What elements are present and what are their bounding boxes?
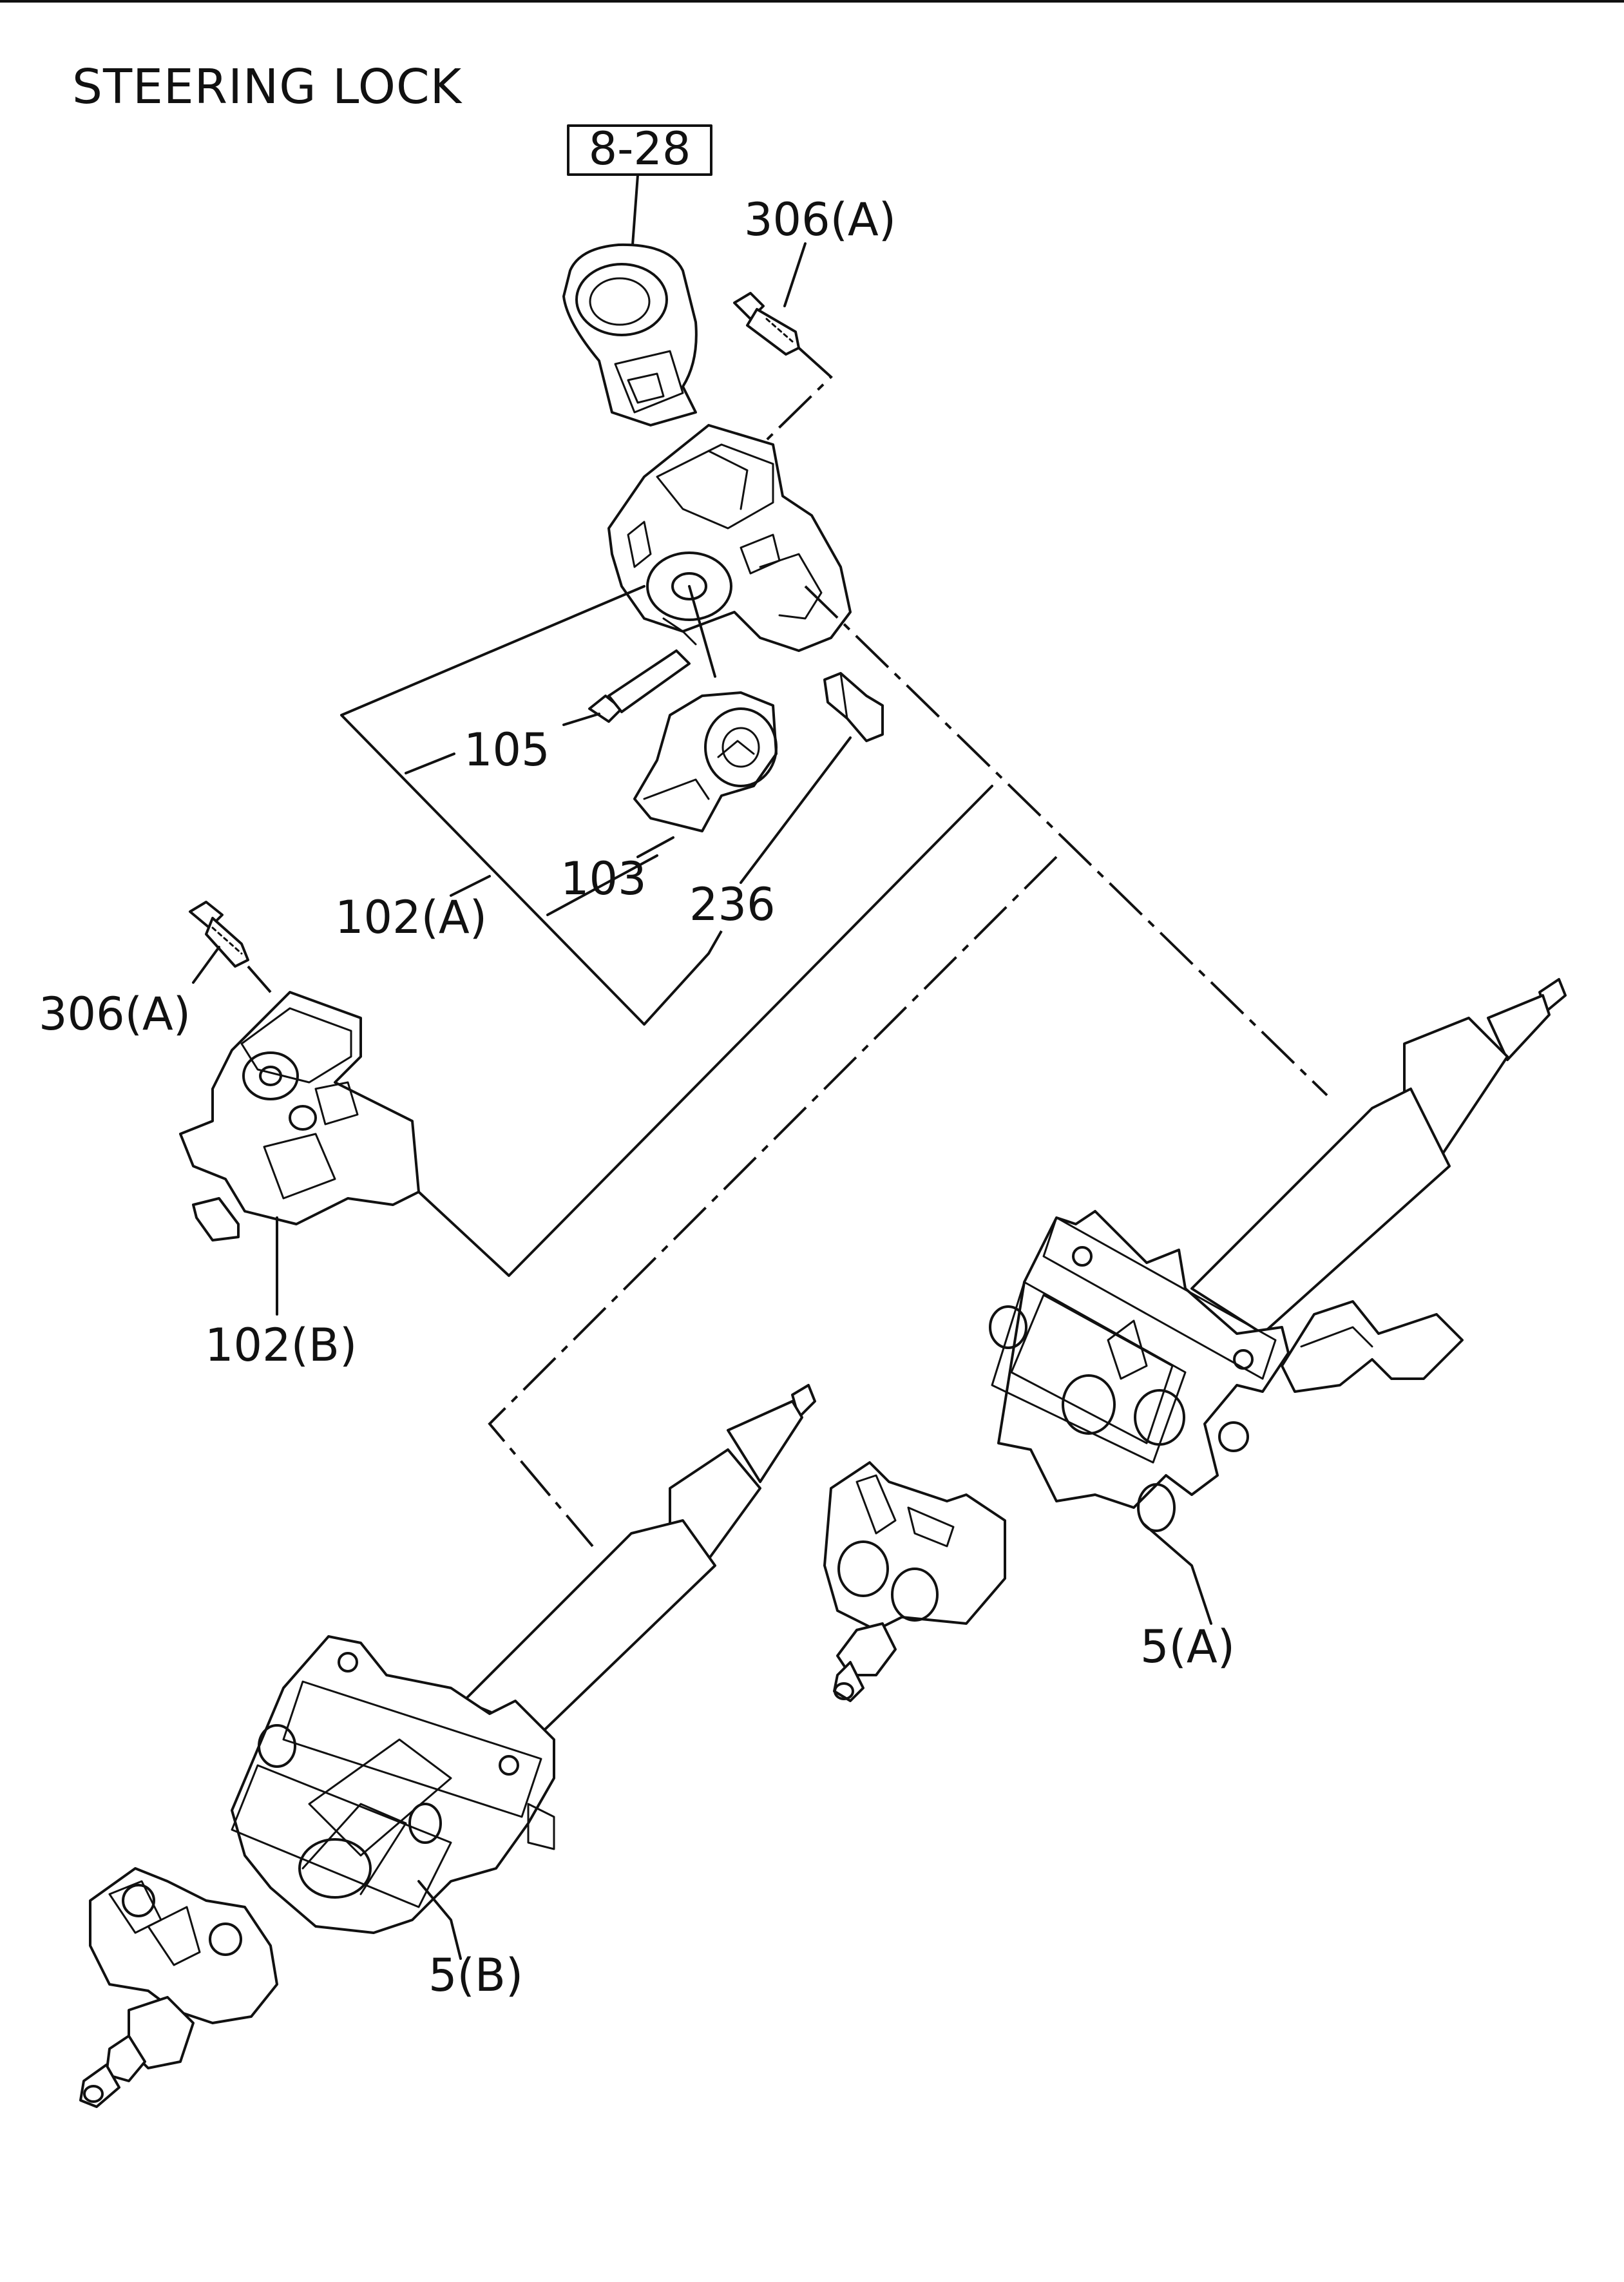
callout-105: 105 [464,724,550,776]
part-screw-306a-left: 306(A) [39,901,272,1040]
callout-5b: 5(B) [428,1949,523,2002]
leader-to-5b [488,856,1058,1548]
part-screw-105 [562,649,691,726]
page-title: STEERING LOCK [72,59,463,115]
callout-236: 236 [689,878,776,931]
callout-103: 103 [560,852,647,905]
part-lock-housing-102a [607,424,852,678]
callout-102a: 102(A) [335,891,487,944]
leader-group-102a [340,585,723,1026]
part-pin-236 [740,672,884,884]
callout-102b: 102(B) [205,1319,357,1372]
reference-box: 8-28 [567,122,712,246]
reference-label: 8-28 [589,122,691,175]
part-lock-housing-102b: 102(B) [179,991,420,1372]
callout-306a-top: 306(A) [744,193,896,246]
leader-102b-bracket [417,785,993,1277]
callout-306a-left: 306(A) [39,988,191,1040]
callout-5a: 5(A) [1140,1620,1235,1673]
leader-to-5a [804,585,1328,1097]
part-switch-103 [633,691,778,858]
part-key-cylinder [562,243,698,427]
part-steering-column-5a: 5(A) [823,978,1567,1702]
part-steering-column-5b: 5(B) [79,1384,816,2108]
